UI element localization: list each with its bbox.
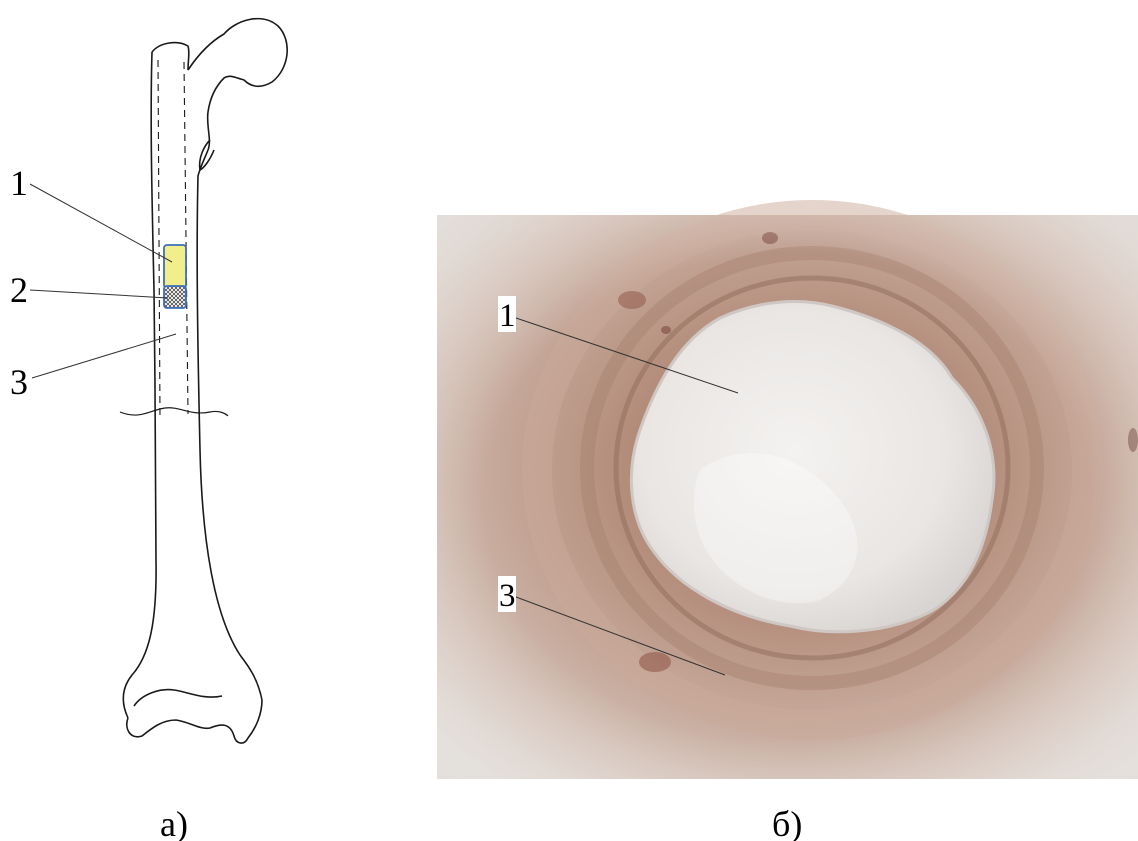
femur-drawing: [120, 19, 287, 743]
leader-1-a: [30, 184, 172, 262]
shaft-right-edge: [197, 150, 262, 700]
femoral-head: [188, 19, 287, 150]
implant-plug: [164, 286, 186, 308]
leader-2-a: [30, 290, 168, 298]
caption-a: а): [160, 804, 188, 841]
condyle-inner: [134, 690, 222, 706]
caption-b: б): [772, 804, 802, 841]
vignette: [437, 215, 1138, 779]
label-1-a: 1: [10, 163, 28, 203]
distal-condyles: [127, 700, 262, 743]
implant-body: [164, 245, 186, 288]
label-2-a: 2: [10, 270, 28, 310]
cut-line: [120, 408, 228, 416]
photo: [437, 215, 1138, 779]
label-3-b: 3: [499, 578, 516, 614]
canal-left: [158, 60, 160, 418]
canal-right: [184, 62, 188, 414]
label-3-a: 3: [10, 362, 28, 402]
label-1-b: 1: [499, 298, 516, 334]
shaft-left-edge: [123, 52, 156, 718]
